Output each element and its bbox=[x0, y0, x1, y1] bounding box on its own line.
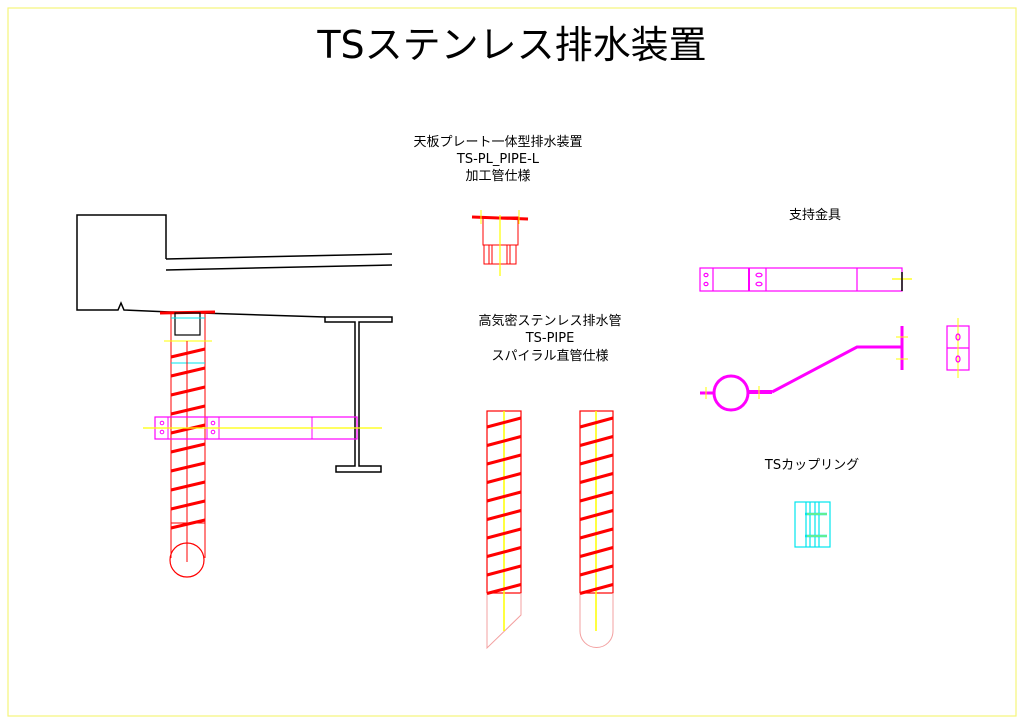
spiral-stripe bbox=[579, 453, 614, 466]
spiral-stripe bbox=[579, 472, 614, 484]
spiral-stripe bbox=[170, 347, 206, 359]
spiral-stripe bbox=[579, 416, 614, 429]
bracket-label: 支持金具 bbox=[789, 207, 841, 223]
sheet-frame bbox=[7, 7, 1017, 717]
spiral-stripe bbox=[170, 404, 206, 416]
spiral-stripe bbox=[579, 527, 614, 540]
spiral-stripe bbox=[486, 564, 522, 577]
spiral-stripe bbox=[170, 442, 206, 454]
spiral-stripe bbox=[579, 546, 614, 558]
spiral-stripe bbox=[486, 546, 522, 558]
bracket-plan-view bbox=[699, 267, 912, 292]
spiral-stripe bbox=[170, 518, 206, 530]
installed-drain-pipe bbox=[159, 310, 216, 578]
plate-unit-label-3: 加工管仕様 bbox=[465, 169, 530, 184]
spiral-stripe bbox=[486, 490, 522, 503]
spiral-stripe bbox=[579, 509, 614, 521]
slab-section bbox=[76, 214, 393, 318]
spiral-stripe bbox=[486, 472, 522, 484]
drawing-title: TSステンレス排水装置 bbox=[316, 23, 706, 67]
spiral-stripe bbox=[486, 435, 522, 447]
spiral-stripe bbox=[170, 461, 206, 473]
spiral-stripe bbox=[579, 435, 614, 447]
spiral-stripe bbox=[579, 490, 614, 503]
plate-unit-label-2: TS-PL_PIPE-L bbox=[456, 152, 540, 167]
spiral-stripe bbox=[486, 453, 522, 466]
bracket-plate-view bbox=[946, 318, 970, 378]
spiral-stripe bbox=[579, 564, 614, 577]
installed-bracket bbox=[143, 416, 382, 440]
pipe-drawing-cut-end bbox=[486, 410, 522, 650]
spiral-stripe bbox=[486, 527, 522, 540]
spiral-stripe bbox=[579, 583, 614, 595]
steel-girder bbox=[324, 316, 393, 473]
spiral-stripe bbox=[486, 416, 522, 429]
spiral-stripe bbox=[486, 509, 522, 521]
coupling-drawing bbox=[794, 501, 831, 548]
pipe-drawing-round-end bbox=[579, 410, 614, 648]
spiral-stripe bbox=[170, 499, 206, 511]
spiral-stripe bbox=[170, 385, 206, 397]
plate-unit-drawing bbox=[471, 210, 529, 276]
spiral-stripe bbox=[170, 423, 206, 435]
spiral-stripe bbox=[486, 583, 522, 595]
spiral-stripe bbox=[170, 480, 206, 492]
coupling-label: TSカップリング bbox=[764, 458, 859, 473]
pipe-label-1: 高気密ステンレス排水管 bbox=[478, 313, 621, 329]
pipe-label-2: TS-PIPE bbox=[525, 331, 575, 346]
bracket-side-view bbox=[700, 326, 908, 412]
plate-unit-label-1: 天板プレート一体型排水装置 bbox=[413, 135, 582, 150]
pipe-label-3: スパイラル直管仕様 bbox=[491, 349, 608, 364]
spiral-stripe bbox=[170, 366, 206, 378]
